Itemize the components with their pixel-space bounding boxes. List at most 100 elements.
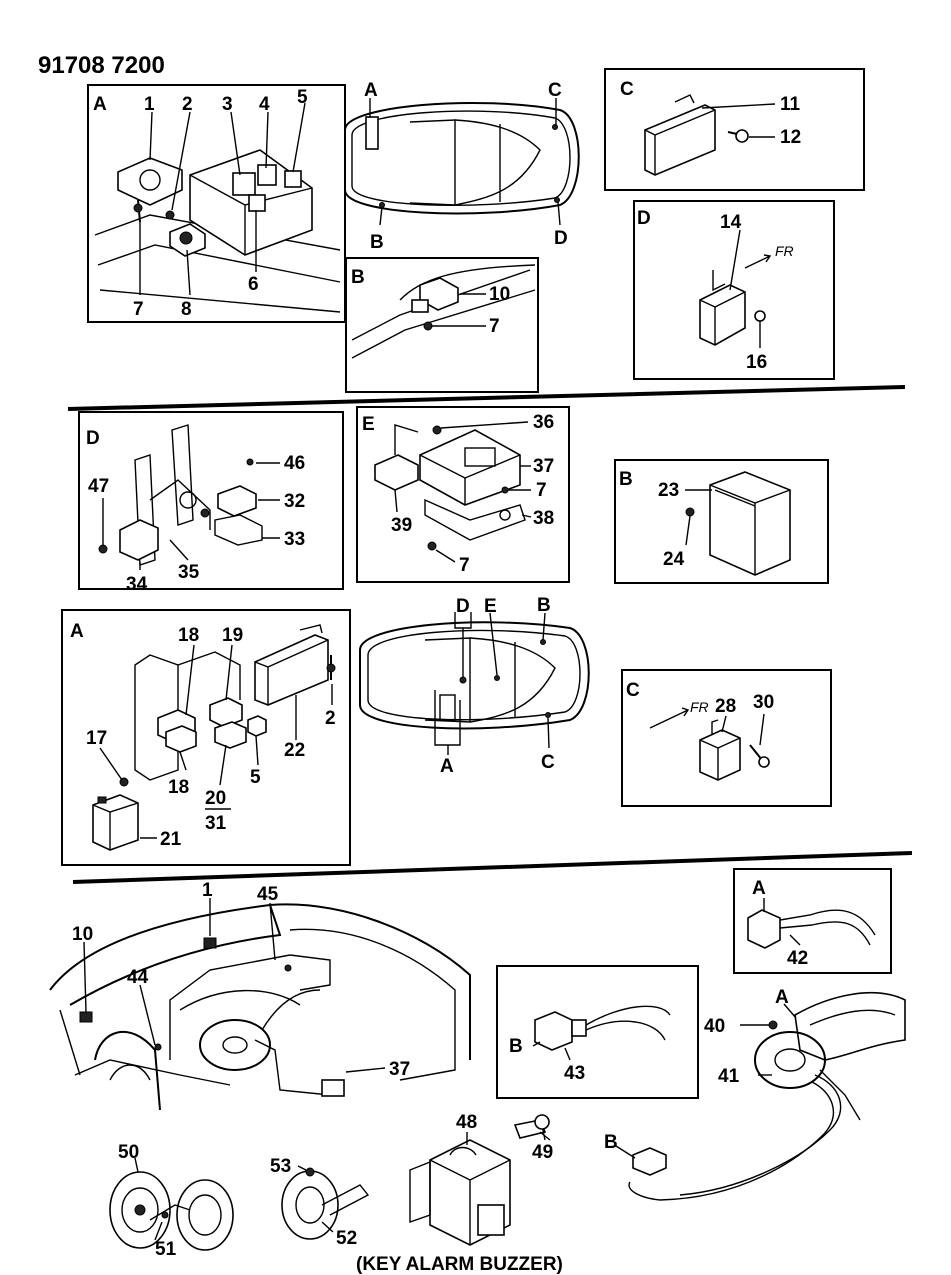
front-direction-label: FR [690, 699, 709, 715]
part-number-label-47: 47 [88, 476, 109, 497]
part-number-label-20: 20 [205, 788, 226, 809]
key-alarm-buzzer: 48 [409, 1112, 511, 1246]
part-number-label-12: 12 [780, 127, 801, 148]
part-number-label-49: 49 [532, 1142, 553, 1163]
detail-box-b-top: B 10 7 [345, 257, 539, 393]
part-number-label-39: 39 [391, 515, 412, 536]
part-number-label-48: 48 [456, 1112, 477, 1133]
part-number-label-53: 53 [270, 1156, 291, 1177]
part-number-label-36: 36 [533, 412, 554, 433]
part-number-label-46: 46 [284, 453, 305, 474]
view-letter-b: B [509, 1036, 523, 1057]
view-letter-a: A [70, 621, 84, 642]
detail-box-d-top: D FR 14 16 [633, 200, 835, 380]
part-number-label-10: 10 [72, 924, 93, 945]
view-letter-c: C [548, 80, 562, 101]
detail-box-a-middle: A 18 19 17 18 20 31 5 22 [61, 609, 351, 866]
part-number-label-31: 31 [205, 813, 227, 834]
view-letter-b: B [351, 267, 365, 288]
view-letter-b: B [619, 469, 633, 490]
part-number-label-38: 38 [533, 508, 554, 529]
part-number-label-33: 33 [284, 529, 305, 550]
part-number-label-4: 4 [259, 94, 270, 115]
detail-box-b-bottom: B 43 [496, 965, 699, 1099]
detail-box-b-middle: B 23 24 [614, 459, 829, 584]
section-divider-2 [72, 851, 913, 884]
section-divider-1 [67, 385, 906, 411]
part-number-label-18: 18 [178, 625, 199, 646]
vehicle-interior-view: 10 1 45 44 37 [49, 880, 471, 1111]
part-49-screw: 49 [513, 1114, 553, 1163]
view-letter-a: A [93, 94, 107, 115]
part-number-label-22: 22 [284, 740, 305, 761]
detail-box-a-bottom: A 42 [733, 868, 892, 974]
horn-single: 53 52 [270, 1156, 370, 1249]
part-number-label-3: 3 [222, 94, 233, 115]
part-number-label-7: 7 [459, 555, 470, 576]
view-letter-b: B [537, 595, 551, 616]
detail-box-e-middle: E 36 37 7 38 39 7 [356, 406, 570, 583]
part-number-label-23: 23 [658, 480, 679, 501]
part-number-label-18: 18 [168, 777, 189, 798]
part-number-label-45: 45 [257, 884, 279, 905]
part-number-label-37: 37 [533, 456, 554, 477]
view-letter-e: E [362, 414, 375, 435]
part-number-label-7: 7 [536, 480, 547, 501]
car-top-view-lower: D E B A C [359, 595, 590, 777]
part-number-label-16: 16 [746, 352, 767, 373]
part-number-label-40: 40 [704, 1016, 725, 1037]
detail-box-c-top: C 11 12 [604, 68, 865, 191]
detail-box-d-middle: D 46 32 33 47 34 35 [78, 411, 344, 595]
caption-key-alarm-buzzer: (KEY ALARM BUZZER) [356, 1254, 563, 1275]
view-letter-b: B [370, 232, 384, 253]
part-number-label-52: 52 [336, 1228, 357, 1249]
horn-assembly: 50 51 [109, 1142, 234, 1260]
part-number-label-10: 10 [489, 284, 510, 305]
view-letter-d: D [456, 596, 470, 617]
part-number-label-24: 24 [663, 549, 685, 570]
part-number-label-43: 43 [564, 1063, 585, 1084]
part-number-label-44: 44 [127, 967, 149, 988]
part-number-label-8: 8 [181, 299, 192, 320]
car-top-view-upper: A C B D [344, 80, 580, 253]
front-direction-label: FR [775, 243, 794, 259]
diagram-code: 91708 7200 [38, 52, 165, 79]
part-number-label-2: 2 [182, 94, 193, 115]
view-letter-b: B [604, 1132, 618, 1153]
part-number-label-7: 7 [489, 316, 500, 337]
part-number-label-17: 17 [86, 728, 107, 749]
part-number-label-32: 32 [284, 491, 305, 512]
clock-spring-assembly: A 40 41 B [604, 987, 906, 1201]
view-letter-a: A [752, 878, 766, 899]
part-number-label-34: 34 [126, 574, 148, 595]
view-letter-a: A [364, 80, 378, 101]
part-number-label-30: 30 [753, 692, 774, 713]
part-number-label-19: 19 [222, 625, 243, 646]
view-letter-c: C [626, 680, 640, 701]
view-letter-d: D [637, 208, 651, 229]
part-number-label-51: 51 [155, 1239, 177, 1260]
part-number-label-1: 1 [202, 880, 213, 901]
part-number-label-7: 7 [133, 299, 144, 320]
part-number-label-11: 11 [780, 94, 801, 115]
view-letter-c: C [541, 752, 555, 773]
view-letter-e: E [484, 596, 497, 617]
view-letter-c: C [620, 79, 634, 100]
view-letter-d: D [86, 428, 100, 449]
part-number-label-35: 35 [178, 562, 200, 583]
part-number-label-28: 28 [715, 696, 736, 717]
part-number-label-21: 21 [160, 829, 182, 850]
part-number-label-1: 1 [144, 94, 155, 115]
part-number-label-5: 5 [250, 767, 261, 788]
part-number-label-2: 2 [325, 708, 336, 729]
view-letter-a: A [775, 987, 789, 1008]
part-number-label-42: 42 [787, 948, 808, 969]
part-number-label-37: 37 [389, 1059, 410, 1080]
part-number-label-41: 41 [718, 1066, 740, 1087]
part-number-label-14: 14 [720, 212, 742, 233]
part-number-label-50: 50 [118, 1142, 139, 1163]
part-number-label-5: 5 [297, 87, 308, 108]
detail-box-c-middle: C FR 28 30 [621, 669, 832, 807]
view-letter-d: D [554, 228, 568, 249]
